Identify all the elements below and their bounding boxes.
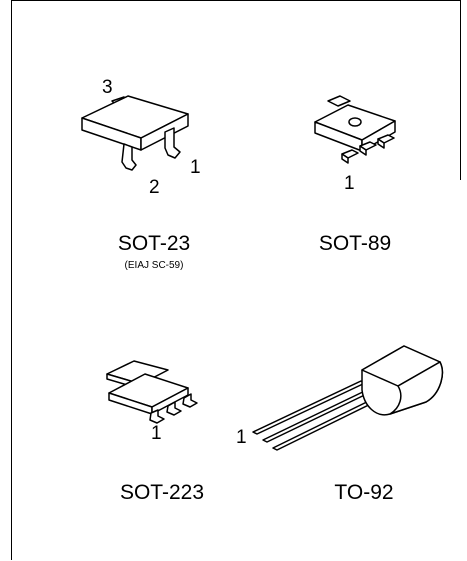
sot23-pin2-label: 2 — [149, 177, 160, 198]
figure-frame-edge — [460, 0, 461, 180]
sot23-pin1-label: 1 — [190, 157, 201, 178]
sot223-title: SOT-223 — [119, 481, 205, 504]
figure-frame — [11, 0, 461, 560]
sot89-pin1-label: 1 — [344, 173, 355, 194]
sot23-drawing — [81, 95, 189, 171]
to92-title: TO-92 — [334, 481, 394, 504]
sot223-drawing — [106, 360, 198, 424]
sot23-note: (EIAJ SC-59) — [124, 260, 184, 271]
sot23-pin3-label: 3 — [102, 77, 113, 98]
sot223-pin1-label: 1 — [151, 423, 162, 444]
sot23-title: SOT-23 — [117, 232, 191, 255]
to92-pin1-label: 1 — [236, 427, 247, 448]
sot89-drawing — [314, 95, 396, 164]
sot89-title: SOT-89 — [318, 232, 392, 255]
to92-drawing — [252, 345, 444, 451]
